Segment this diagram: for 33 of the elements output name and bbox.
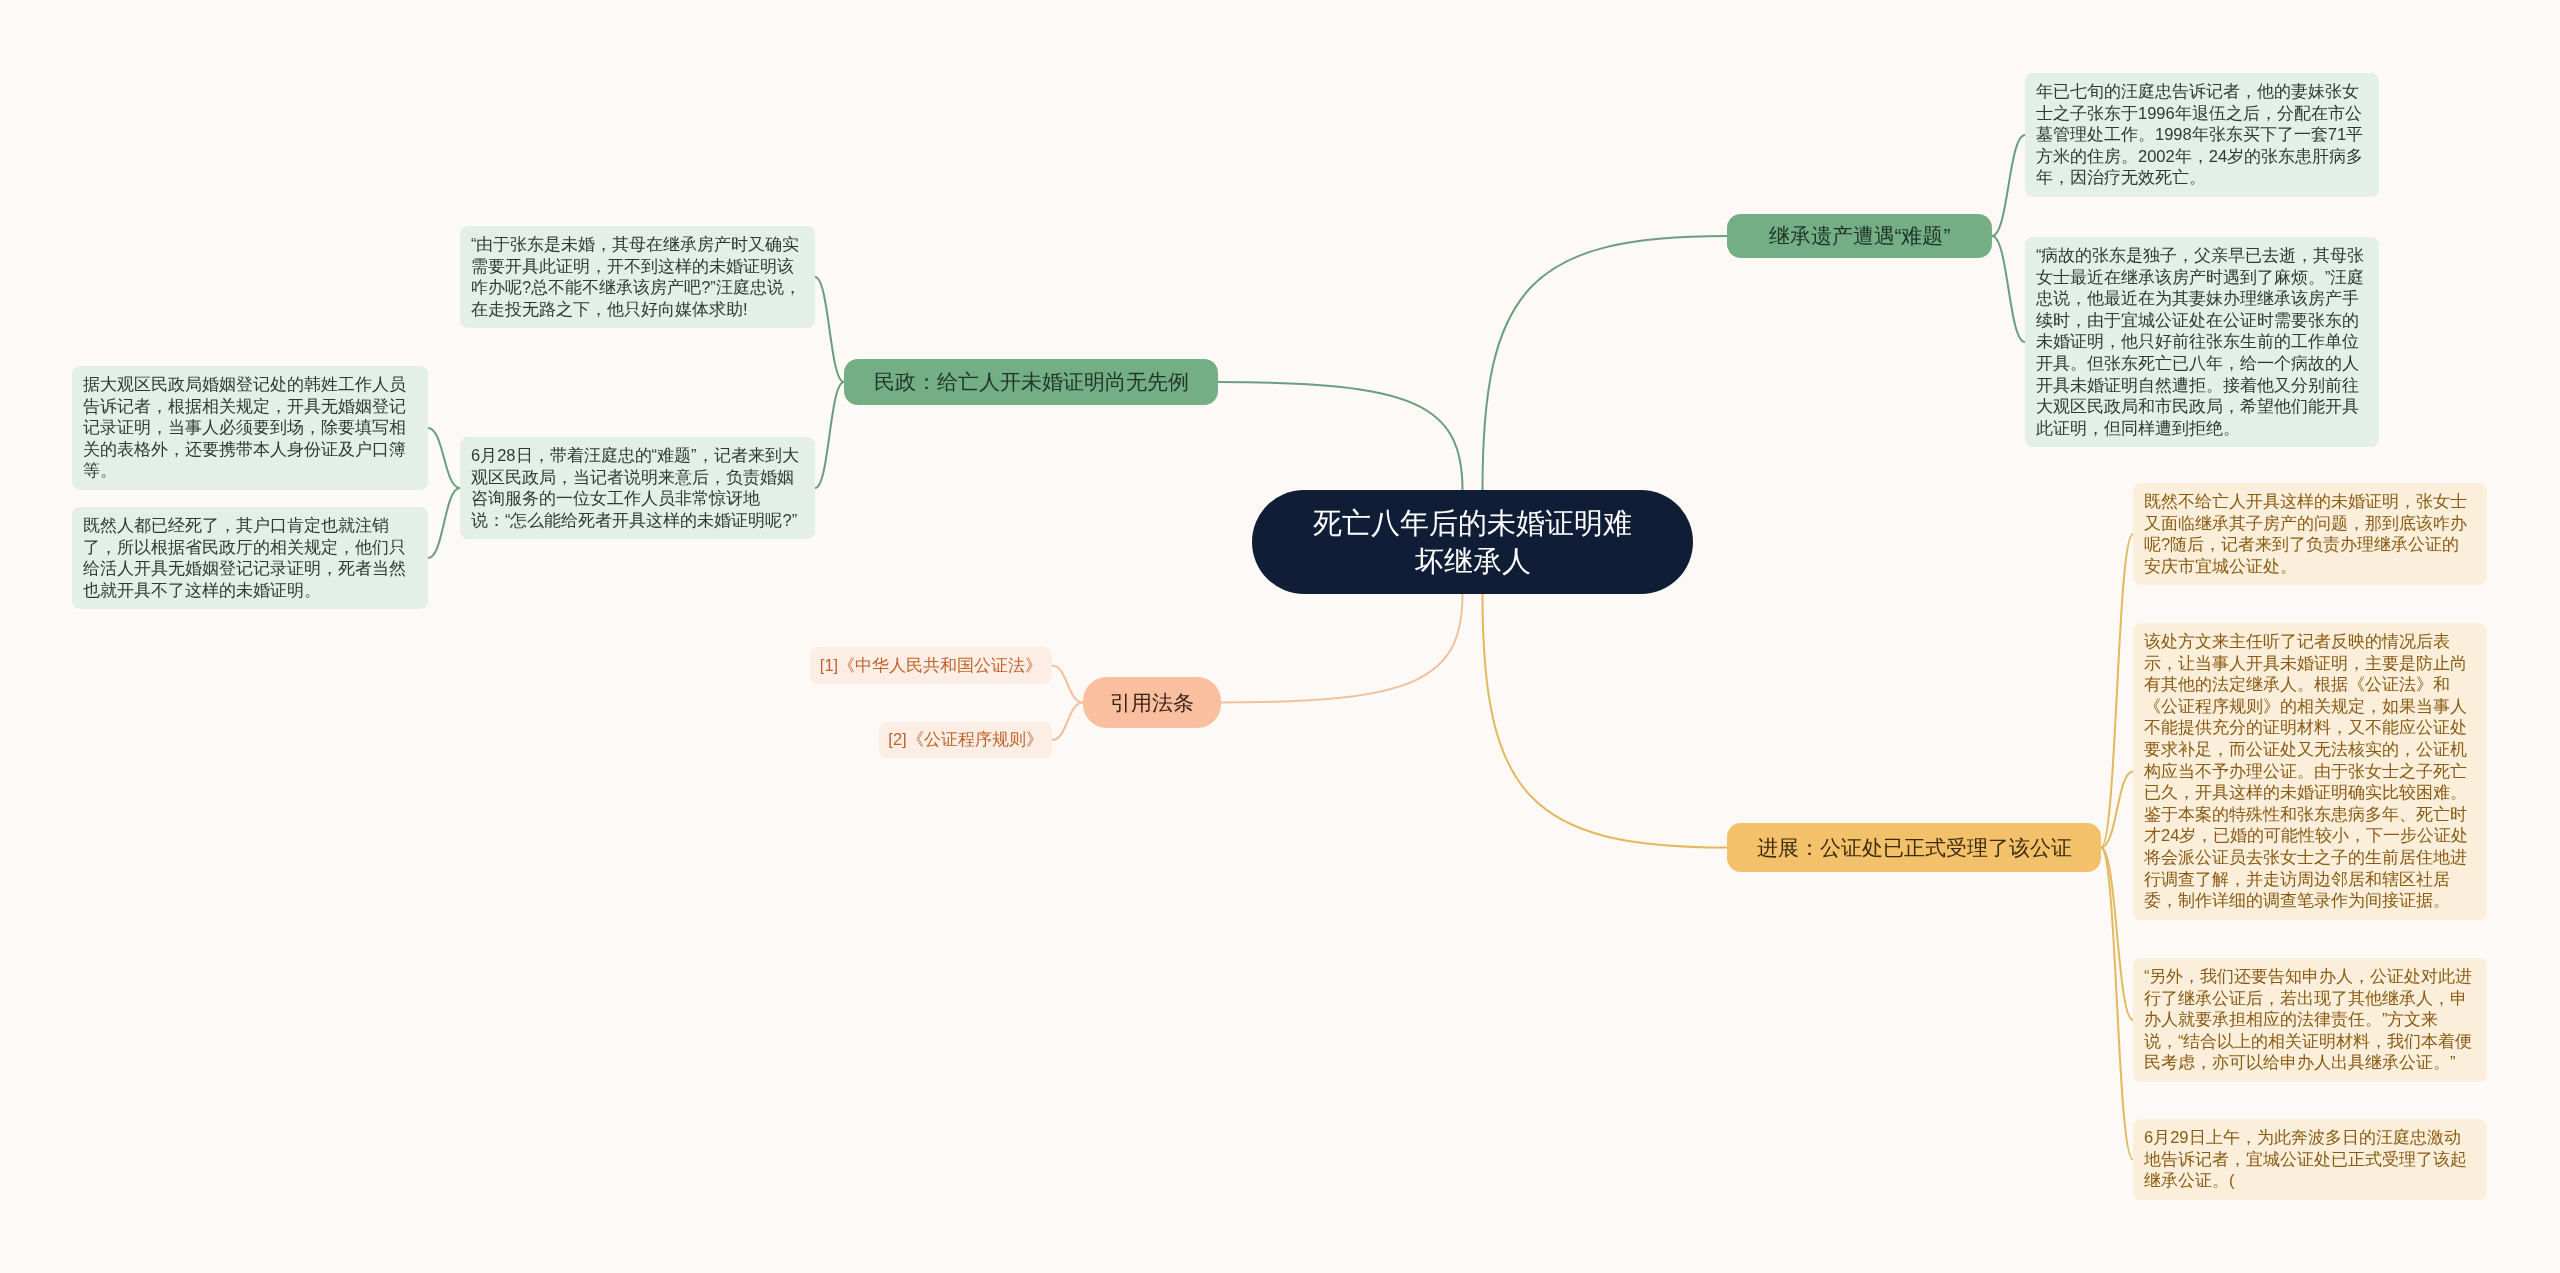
text-card: 既然不给亡人开具这样的未婚证明，张女士又面临继承其子房产的问题，那到底该咋办呢?随后，记者来到了负责办理继承公证的安庆市宜城公证处。 bbox=[2133, 483, 2487, 586]
connector-line bbox=[1051, 664, 1084, 704]
connector-line bbox=[2100, 846, 2134, 1021]
connector-line bbox=[814, 276, 845, 383]
connector-line bbox=[427, 427, 461, 489]
connector-line bbox=[2100, 770, 2134, 849]
text-card: 该处方文来主任听了记者反映的情况后表示，让当事人开具未婚证明，主要是防止尚有其他的法定继承人。根据《公证法》和《公证程序规则》的相关规定，如果当事人不能提供充分的证明材料，又不能应公证处要求补足，而公证处又无法核实的，公证机构应当不予办理公证。由于张女士之子死亡已久，开具这样的未婚证明确实比较困难。鉴于本案的特殊性和张东患病多年、死亡时才24岁，已婚的可能性较小，下一步公证处将会派公证员去张女士之子的生前居住地进行调查了解，并走访周边邻居和辖区社居委，制作详细的调查笔录作为间接证据。 bbox=[2133, 623, 2487, 920]
connector-line bbox=[2100, 533, 2134, 849]
text-card: 既然人都已经死了，其户口肯定也就注销了，所以根据省民政厅的相关规定，他们只给活人开具无婚姻登记记录证明，死者当然也就开具不了这样的未婚证明。 bbox=[72, 507, 428, 610]
branch-topic: 进展：公证处已正式受理了该公证 bbox=[1727, 823, 2101, 872]
branch-topic: 民政：给亡人开未婚证明尚无先例 bbox=[844, 359, 1218, 405]
connector-line bbox=[1991, 134, 2026, 237]
connector-line bbox=[1991, 235, 2026, 343]
connector-line bbox=[1481, 235, 1728, 491]
connector-line bbox=[1051, 701, 1084, 741]
text-card: 6月29日上午，为此奔波多日的汪庭忠激动地告诉记者，宜城公证处已正式受理了该起继承公证。( bbox=[2133, 1119, 2487, 1200]
connector-line bbox=[1481, 593, 1728, 849]
text-card: 据大观区民政局婚姻登记处的韩姓工作人员告诉记者，根据相关规定，开具无婚姻登记记录证明，当事人必须要到场，除要填写相关的表格外，还要携带本人身份证及户口簿等。 bbox=[72, 366, 428, 490]
text-card: “另外，我们还要告知申办人，公证处对此进行了继承公证后，若出现了其他继承人，申办人就要承担相应的法律责任。”方文来说，“结合以上的相关证明材料，我们本着便民考虑，亦可以给申办人出具继承公证。” bbox=[2133, 958, 2487, 1082]
text-card: 年已七旬的汪庭忠告诉记者，他的妻妹张女士之子张东于1996年退伍之后，分配在市公墓管理处工作。1998年张东买下了一套71平方米的住房。2002年，24岁的张东患肝病多年，因治疗无效死亡。 bbox=[2025, 73, 2379, 197]
connector-line bbox=[1220, 593, 1464, 704]
citation-label: [2]《公证程序规则》 bbox=[879, 722, 1052, 758]
connector-line bbox=[2100, 846, 2134, 1161]
central-topic: 死亡八年后的未婚证明难坏继承人 bbox=[1252, 490, 1693, 594]
branch-topic: 继承遗产遭遇“难题” bbox=[1727, 214, 1992, 258]
connector-line bbox=[814, 381, 845, 489]
citation-label: [1]《中华人民共和国公证法》 bbox=[810, 647, 1052, 684]
connector-line bbox=[1217, 381, 1464, 491]
text-card: 6月28日，带着汪庭忠的“难题”，记者来到大观区民政局，当记者说明来意后，负责婚姻咨询服务的一位女工作人员非常惊讶地说：“怎么能给死者开具这样的未婚证明呢?” bbox=[460, 437, 815, 540]
text-card: “病故的张东是独子，父亲早已去逝，其母张女士最近在继承该房产时遇到了麻烦。”汪庭忠说，他最近在为其妻妹办理继承该房产手续时，由于宜城公证处在公证时需要张东的未婚证明，他只好前往张东生前的工作单位开具。但张东死亡已八年，给一个病故的人开具未婚证明自然遭拒。接着他又分别前往大观区民政局和市民政局，希望他们能开具此证明，但同样遭到拒绝。 bbox=[2025, 237, 2379, 448]
branch-topic: 引用法条 bbox=[1083, 677, 1221, 728]
connector-line bbox=[427, 487, 461, 559]
text-card: “由于张东是未婚，其母在继承房产时又确实需要开具此证明，开不到这样的未婚证明该咋办呢?总不能不继承该房产吧?”汪庭忠说，在走投无路之下，他只好向媒体求助! bbox=[460, 226, 815, 329]
